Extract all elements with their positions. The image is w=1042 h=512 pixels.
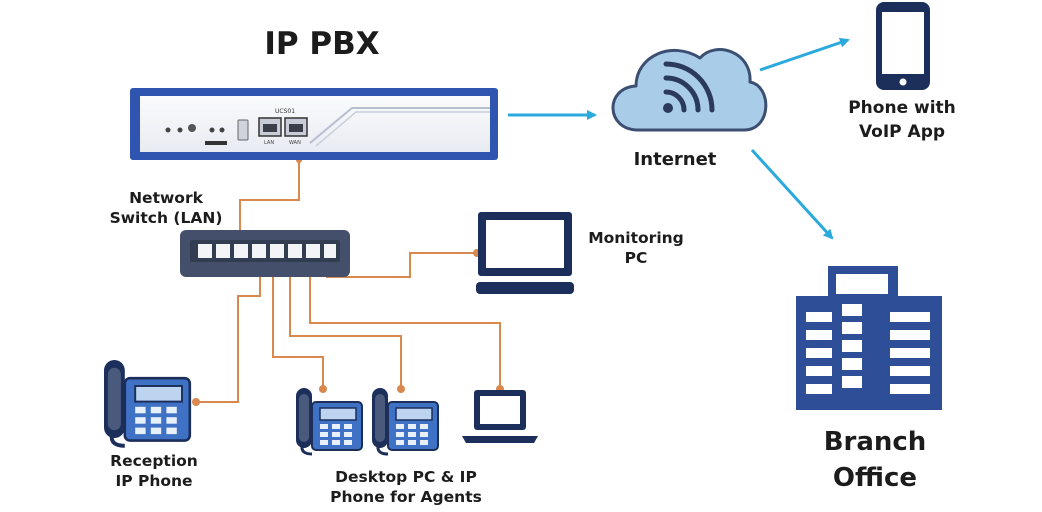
page-title: IP PBX	[264, 26, 380, 62]
pbx-device: UCS01 LAN WAN	[130, 88, 498, 160]
agents-label-line-2: Phone for Agents	[330, 488, 482, 506]
monitor-icon	[476, 212, 574, 294]
cable-switch-agent-phone-1	[272, 262, 324, 389]
network-switch-label-line-2: Switch (LAN)	[109, 209, 223, 227]
cable-switch-monitoring-pc	[326, 252, 477, 278]
pbx-model-label: UCS01	[275, 108, 295, 115]
reception-phone-label-line-2: IP Phone	[115, 472, 193, 490]
phone-voip-label-line-1: Phone with	[848, 98, 956, 118]
cable-pbx-switch	[239, 160, 300, 249]
reception-phone-label-line-1: Reception	[110, 452, 198, 470]
building-icon	[796, 266, 942, 410]
internet-label: Internet	[633, 149, 717, 170]
cable-switch-laptop	[309, 262, 501, 389]
monitoring-pc-label-line-1: Monitoring	[588, 229, 684, 247]
lan-cables	[196, 160, 501, 403]
cable-switch-reception-phone	[196, 262, 261, 403]
monitoring-pc-label: Monitoring PC	[576, 228, 696, 268]
pbx-port-wan-label: WAN	[289, 140, 301, 146]
monitoring-pc-label-line-2: PC	[624, 249, 648, 267]
desk-phone-icon-agent-1	[294, 386, 364, 456]
phone-voip-label: Phone with VoIP App	[832, 96, 972, 144]
branch-office-label-line-1: Branch	[823, 427, 927, 457]
network-switch-label: Network Switch (LAN)	[96, 188, 236, 228]
reception-phone-label: Reception IP Phone	[86, 451, 222, 491]
laptop-icon	[462, 390, 538, 443]
arrow-internet-to-branch	[750, 148, 834, 240]
pbx-port-lan-label: LAN	[264, 140, 274, 146]
branch-office-label-line-2: Office	[832, 463, 918, 493]
network-switch-icon	[180, 230, 350, 277]
phone-voip-label-line-2: VoIP App	[858, 122, 946, 142]
arrow-internet-to-phone	[759, 37, 850, 72]
network-switch-label-line-1: Network	[129, 189, 203, 207]
branch-office-label: Branch Office	[800, 424, 950, 496]
internet-links	[508, 37, 850, 240]
desk-phone-icon-reception	[102, 358, 192, 448]
desk-phone-icon-agent-2	[370, 386, 440, 456]
cloud-wifi-icon	[611, 48, 768, 132]
agents-label-line-1: Desktop PC & IP	[335, 468, 477, 486]
cable-switch-agent-phone-2	[289, 262, 402, 389]
smartphone-icon	[876, 2, 930, 90]
agents-label: Desktop PC & IP Phone for Agents	[316, 467, 496, 507]
